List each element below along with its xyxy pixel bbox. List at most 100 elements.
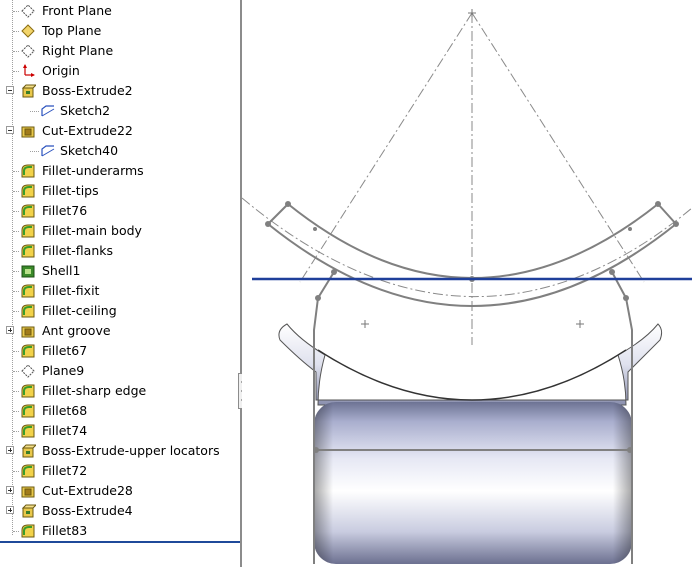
fillet-icon [21,344,35,358]
fillet-icon [21,244,35,258]
tree-connector [30,151,39,152]
tree-item-label: Sketch40 [60,143,119,158]
tree-item-label: Cut-Extrude28 [42,483,133,498]
tree-connector [13,191,19,192]
tree-item[interactable]: Cut-Extrude22 [0,121,240,141]
tree-item[interactable]: Fillet-ceiling [0,301,240,321]
cut-extrude-icon [21,486,35,498]
tree-item[interactable]: Sketch2 [0,101,240,121]
tree-item[interactable]: Fillet-flanks [0,241,240,261]
tree-item[interactable]: Right Plane [0,41,240,61]
tree-connector [13,391,19,392]
fillet-icon [21,404,35,418]
cut-extrude-icon [21,326,35,338]
tree-item[interactable]: Fillet-fixit [0,281,240,301]
fillet-icon [21,284,35,298]
tree-item[interactable]: Fillet72 [0,461,240,481]
tree-item-label: Fillet-main body [42,223,142,238]
tree-item[interactable]: Fillet74 [0,421,240,441]
tree-item-label: Fillet-sharp edge [42,383,147,398]
tree-item[interactable]: Fillet-main body [0,221,240,241]
collapse-icon[interactable] [6,126,14,134]
tree-item[interactable]: Cut-Extrude28 [0,481,240,501]
tree-connector [13,211,19,212]
construction-point-icon [361,9,584,328]
tree-guide-line [12,0,13,535]
graphics-viewport[interactable] [242,0,692,567]
tree-item[interactable]: Fillet67 [0,341,240,361]
fillet-icon [21,304,35,318]
tree-item-label: Fillet-tips [42,183,99,198]
tree-item[interactable]: Fillet83 [0,521,240,541]
tree-item-label: Right Plane [42,43,114,58]
plane-selected-icon [21,24,35,38]
rollback-bar[interactable] [0,541,240,543]
tree-item[interactable]: Plane9 [0,361,240,381]
tree-item-label: Origin [42,63,80,78]
tree-item-label: Plane9 [42,363,85,378]
tree-item[interactable]: Boss-Extrude2 [0,81,240,101]
tree-connector [13,31,19,32]
tree-connector [13,371,19,372]
tree-item[interactable]: Front Plane [0,1,240,21]
cut-extrude-icon [21,126,35,138]
tree-item[interactable]: Shell1 [0,261,240,281]
fillet-icon [21,224,35,238]
tree-item[interactable]: Top Plane [0,21,240,41]
tree-item-label: Fillet-ceiling [42,303,117,318]
sketch-points [265,201,679,453]
tree-connector [13,351,19,352]
tree-item[interactable]: Fillet68 [0,401,240,421]
fillet-icon [21,524,35,538]
fillet-icon [21,464,35,478]
tree-connector [13,11,19,12]
tree-item-label: Shell1 [42,263,81,278]
tree-connector [30,111,39,112]
tree-item[interactable]: Fillet-sharp edge [0,381,240,401]
expand-icon[interactable] [6,506,14,514]
tree-item[interactable]: Origin [0,61,240,81]
tree-item[interactable]: Fillet-tips [0,181,240,201]
expand-icon[interactable] [6,486,14,494]
fillet-icon [21,184,35,198]
tree-connector [13,471,19,472]
tree-item-label: Fillet83 [42,523,88,538]
tree-item[interactable]: Boss-Extrude-upper locators [0,441,240,461]
tree-item-label: Fillet76 [42,203,88,218]
panel-splitter[interactable] [240,0,242,567]
sketch-icon [41,105,55,117]
tree-item[interactable]: Boss-Extrude4 [0,501,240,521]
origin-icon [23,64,35,77]
plane-icon [21,364,35,378]
tree-connector [13,231,19,232]
tree-item-label: Fillet72 [42,463,88,478]
tree-item-label: Top Plane [42,23,102,38]
fillet-icon [21,204,35,218]
tree-item-label: Fillet-flanks [42,243,114,258]
tree-item-label: Fillet-underarms [42,163,144,178]
construction-geometry [242,12,692,345]
tree-item-label: Fillet68 [42,403,88,418]
tree-item-label: Fillet67 [42,343,88,358]
tree-item[interactable]: Sketch40 [0,141,240,161]
expand-icon[interactable] [6,446,14,454]
tree-connector [13,51,19,52]
plane-icon [21,44,35,58]
tree-item-label: Boss-Extrude-upper locators [42,443,220,458]
tree-connector [13,171,19,172]
tree-item[interactable]: Ant groove [0,321,240,341]
tree-item[interactable]: Fillet-underarms [0,161,240,181]
tree-connector [13,411,19,412]
fillet-icon [21,164,35,178]
sketch-icon [41,145,55,157]
tree-item[interactable]: Fillet76 [0,201,240,221]
expand-icon[interactable] [6,326,14,334]
tree-item-label: Front Plane [42,3,112,18]
tree-connector [13,291,19,292]
tree-item-label: Sketch2 [60,103,111,118]
boss-extrude-icon [21,444,36,458]
collapse-icon[interactable] [6,86,14,94]
model-canvas[interactable] [242,0,692,567]
